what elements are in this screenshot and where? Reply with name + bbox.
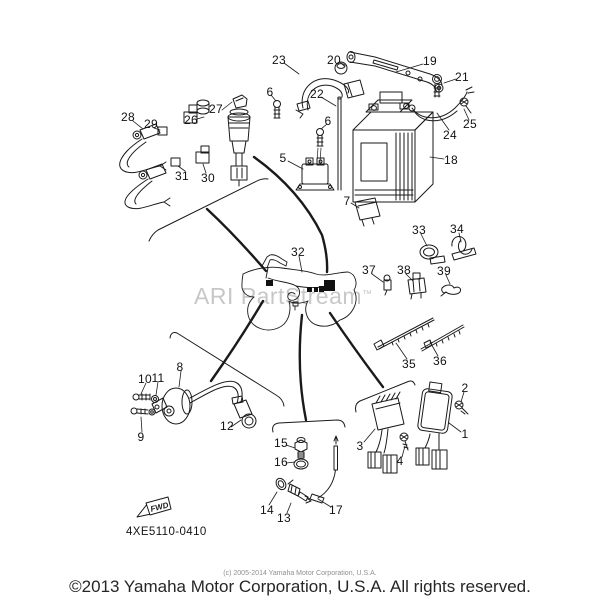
- thermo-switch-illustration: [294, 438, 308, 470]
- callout-14[interactable]: 14: [260, 503, 274, 517]
- callout-5[interactable]: 5: [279, 151, 287, 165]
- relay-cover-illustration: [355, 198, 380, 226]
- callout-2[interactable]: 2: [461, 381, 469, 395]
- lead-wire-harness-lower-illustration: [125, 146, 209, 209]
- callout-35[interactable]: 35: [402, 357, 416, 371]
- ignition-switch-illustration: [184, 95, 250, 186]
- fwd-arrow: FWD: [137, 497, 171, 517]
- callout-34[interactable]: 34: [450, 222, 464, 236]
- battery-cable-negative-illustration: [409, 87, 474, 121]
- callout-4[interactable]: 4: [396, 454, 404, 468]
- callout-27[interactable]: 27: [209, 102, 223, 116]
- copyright-small: (c) 2005-2014 Yamaha Motor Corporation, …: [223, 570, 377, 577]
- callout-36[interactable]: 36: [433, 354, 447, 368]
- callout-17[interactable]: 17: [329, 503, 343, 517]
- pointer-lines: [207, 157, 383, 420]
- watermark-tm: ™: [362, 289, 373, 300]
- callout-21[interactable]: 21: [455, 70, 469, 84]
- rectifier-regulator-illustration: [368, 392, 408, 473]
- cable-tie-illustrations: [374, 318, 464, 351]
- battery-bracket-illustration: [335, 52, 443, 98]
- callout-24[interactable]: 24: [443, 128, 457, 142]
- cdi-unit-illustration: [416, 381, 468, 469]
- callout-25[interactable]: 25: [463, 117, 477, 131]
- spark-plug-illustration: [274, 477, 311, 501]
- battery-cable-positive-illustration: [296, 79, 364, 118]
- callout-28[interactable]: 28: [121, 110, 135, 124]
- copyright-large: ©2013 Yamaha Motor Corporation, U.S.A. A…: [69, 577, 531, 596]
- high-tension-wire-illustration: [305, 436, 338, 503]
- callout-10[interactable]: 10: [138, 372, 152, 386]
- callout-7[interactable]: 7: [343, 194, 351, 208]
- tube-illustration: [338, 97, 341, 190]
- callout-26[interactable]: 26: [184, 113, 198, 127]
- callout-18[interactable]: 18: [444, 153, 458, 167]
- callout-6[interactable]: 6: [324, 114, 332, 128]
- callout-23[interactable]: 23: [272, 53, 286, 67]
- callout-30[interactable]: 30: [201, 171, 215, 185]
- separator-lines: [149, 179, 415, 432]
- callout-1[interactable]: 1: [461, 427, 469, 441]
- callout-12[interactable]: 12: [220, 419, 234, 433]
- callout-19[interactable]: 19: [423, 54, 437, 68]
- callout-15[interactable]: 15: [274, 436, 288, 450]
- callout-16[interactable]: 16: [274, 455, 288, 469]
- battery-illustration: [353, 92, 433, 202]
- callout-32[interactable]: 32: [291, 245, 305, 259]
- callout-8[interactable]: 8: [176, 360, 184, 374]
- callout-leader-lines: [133, 62, 469, 513]
- callout-11[interactable]: 11: [151, 371, 165, 385]
- ignition-coil-illustration: [131, 381, 243, 424]
- atv-silhouette: [242, 255, 356, 330]
- clamp-illustrations: [384, 237, 476, 299]
- callout-37[interactable]: 37: [362, 263, 376, 277]
- diagram-code: 4XE5110-0410: [126, 526, 207, 538]
- callout-20[interactable]: 20: [327, 53, 341, 67]
- callout-29[interactable]: 29: [144, 117, 158, 131]
- starter-relay-illustration: [274, 101, 335, 191]
- spark-plug-cap-illustration: [234, 400, 256, 428]
- callout-38[interactable]: 38: [397, 263, 411, 277]
- callout-39[interactable]: 39: [437, 264, 451, 278]
- callout-33[interactable]: 33: [412, 223, 426, 237]
- callout-31[interactable]: 31: [175, 169, 189, 183]
- callout-22[interactable]: 22: [310, 87, 324, 101]
- callout-13[interactable]: 13: [277, 511, 291, 525]
- callout-3[interactable]: 3: [356, 439, 364, 453]
- callout-6[interactable]: 6: [266, 85, 274, 99]
- callout-9[interactable]: 9: [137, 430, 145, 444]
